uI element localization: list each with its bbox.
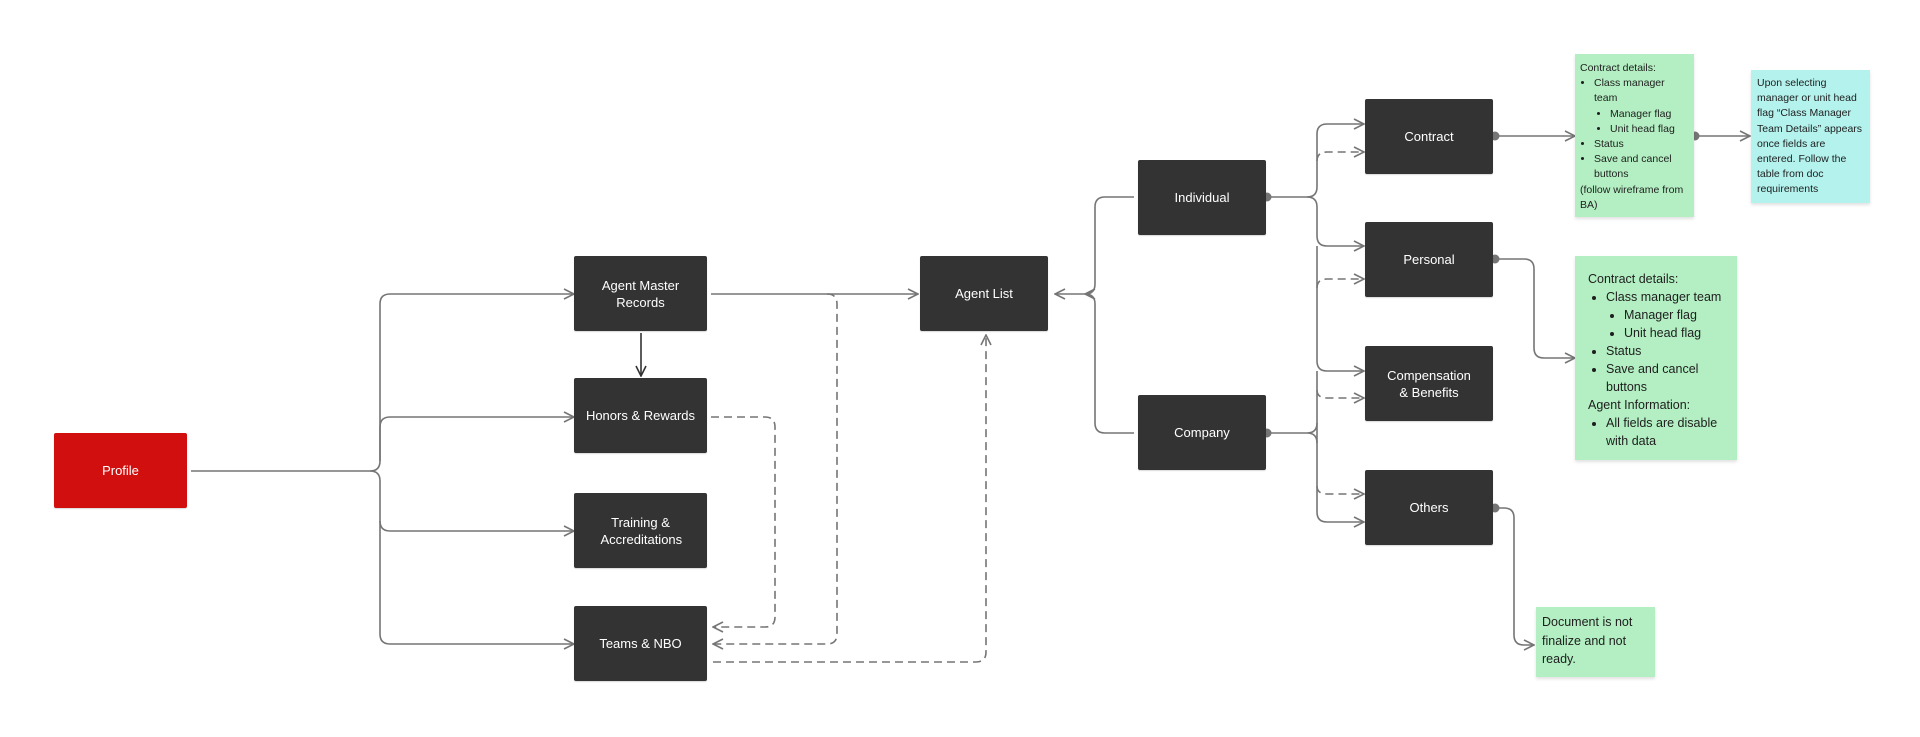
note-personal-item: Status <box>1606 342 1724 360</box>
note-personal-heading: Contract details: <box>1588 272 1679 286</box>
note-contract-details[interactable]: Contract details: Class manager team Man… <box>1575 54 1694 217</box>
edge-company-join <box>1306 422 1318 444</box>
node-teams-nbo-label: Teams & NBO <box>599 636 682 651</box>
node-personal[interactable]: Personal <box>1365 222 1493 297</box>
node-training-accreditations-label: Training & Accreditations <box>600 514 683 547</box>
edge-individual-to-others <box>1316 371 1364 522</box>
node-honors-rewards[interactable]: Honors & Rewards <box>574 378 707 453</box>
node-others-label: Others <box>1409 500 1449 515</box>
node-training-accreditations[interactable]: Training & Accreditations <box>574 493 707 568</box>
note-class-manager-team-details[interactable]: Upon selecting manager or unit head flag… <box>1751 70 1870 203</box>
node-agent-list[interactable]: Agent List <box>920 256 1048 331</box>
note-contract-sublist: Manager flag Unit head flag <box>1594 107 1689 137</box>
note-contract-subitem: Unit head flag <box>1610 122 1689 137</box>
note-contract-item-text: Class manager team <box>1594 77 1665 105</box>
note-personal-list: Class manager team Manager flag Unit hea… <box>1588 288 1724 396</box>
node-company-label: Company <box>1174 425 1230 440</box>
note-personal-item: Save and cancel buttons <box>1606 360 1724 396</box>
note-contract-list: Class manager team Manager flag Unit hea… <box>1580 76 1689 182</box>
edge-profile-to-honors <box>379 417 574 461</box>
edge-individual-spine <box>1316 246 1364 371</box>
edge-company-to-agent-list <box>1085 294 1134 434</box>
node-agent-master-records[interactable]: Agent Master Records <box>574 256 707 331</box>
note-document-text: Document is not finalize and not ready. <box>1542 615 1633 666</box>
note-personal-item: Class manager team Manager flag Unit hea… <box>1606 288 1724 342</box>
edge-profile-to-teams <box>379 521 574 644</box>
note-class-manager-text: Upon selecting manager or unit head flag… <box>1757 77 1863 196</box>
edge-profile-to-agent-master <box>369 294 574 472</box>
note-document-status[interactable]: Document is not finalize and not ready. <box>1536 607 1655 677</box>
note-contract-subitem: Manager flag <box>1610 107 1689 122</box>
note-contract-footer: (follow wireframe from BA) <box>1580 183 1684 211</box>
node-contract[interactable]: Contract <box>1365 99 1493 174</box>
node-profile[interactable]: Profile <box>54 433 187 508</box>
note-personal-sublist: Manager flag Unit head flag <box>1606 306 1724 342</box>
node-contract-label: Contract <box>1404 129 1454 144</box>
node-others[interactable]: Others <box>1365 470 1493 545</box>
node-individual[interactable]: Individual <box>1138 160 1266 235</box>
edge-company-to-contract-dashed <box>1316 152 1364 162</box>
note-personal-subitem: Manager flag <box>1624 306 1724 324</box>
edge-individual-to-personal <box>1306 196 1364 246</box>
edge-teams-to-agent-list-dashed <box>713 335 986 663</box>
note-contract-item: Class manager team Manager flag Unit hea… <box>1594 76 1689 137</box>
node-profile-label: Profile <box>102 463 139 478</box>
note-contract-item: Save and cancel buttons <box>1594 152 1689 182</box>
note-personal-details[interactable]: Contract details: Class manager team Man… <box>1575 256 1737 460</box>
edge-company-to-personal-dashed <box>1316 279 1364 289</box>
node-individual-label: Individual <box>1174 190 1230 205</box>
node-teams-nbo[interactable]: Teams & NBO <box>574 606 707 681</box>
note-personal-list-2: All fields are disable with data <box>1588 414 1724 450</box>
note-personal-subitem: Unit head flag <box>1624 324 1724 342</box>
edge-agent-master-to-teams-dashed <box>713 293 838 644</box>
note-personal-item-text: Class manager team <box>1606 290 1722 304</box>
node-company[interactable]: Company <box>1138 395 1266 470</box>
edge-individual-to-contract <box>1306 124 1364 198</box>
edge-company-to-compensation-dashed <box>1316 389 1364 398</box>
note-contract-heading: Contract details: <box>1580 62 1656 74</box>
node-agent-list-label: Agent List <box>955 286 1013 301</box>
edge-others-to-note <box>1495 507 1534 645</box>
edge-honors-to-teams-dashed <box>711 416 776 627</box>
node-personal-label: Personal <box>1403 252 1455 267</box>
edge-company-to-others-dashed <box>1316 485 1364 494</box>
node-honors-rewards-label: Honors & Rewards <box>585 408 696 423</box>
edge-profile-to-training <box>369 470 574 531</box>
node-agent-master-records-label: Agent Master Records <box>601 277 680 310</box>
note-personal-heading-2: Agent Information: <box>1588 398 1691 412</box>
note-contract-item: Status <box>1594 137 1689 152</box>
edge-individual-to-agent-list <box>1055 196 1134 294</box>
note-personal-item: All fields are disable with data <box>1606 414 1724 450</box>
node-compensation-benefits[interactable]: Compensation & Benefits <box>1365 346 1493 421</box>
edge-personal-to-note <box>1495 258 1575 358</box>
node-compensation-benefits-label: Compensation & Benefits <box>1387 367 1471 400</box>
